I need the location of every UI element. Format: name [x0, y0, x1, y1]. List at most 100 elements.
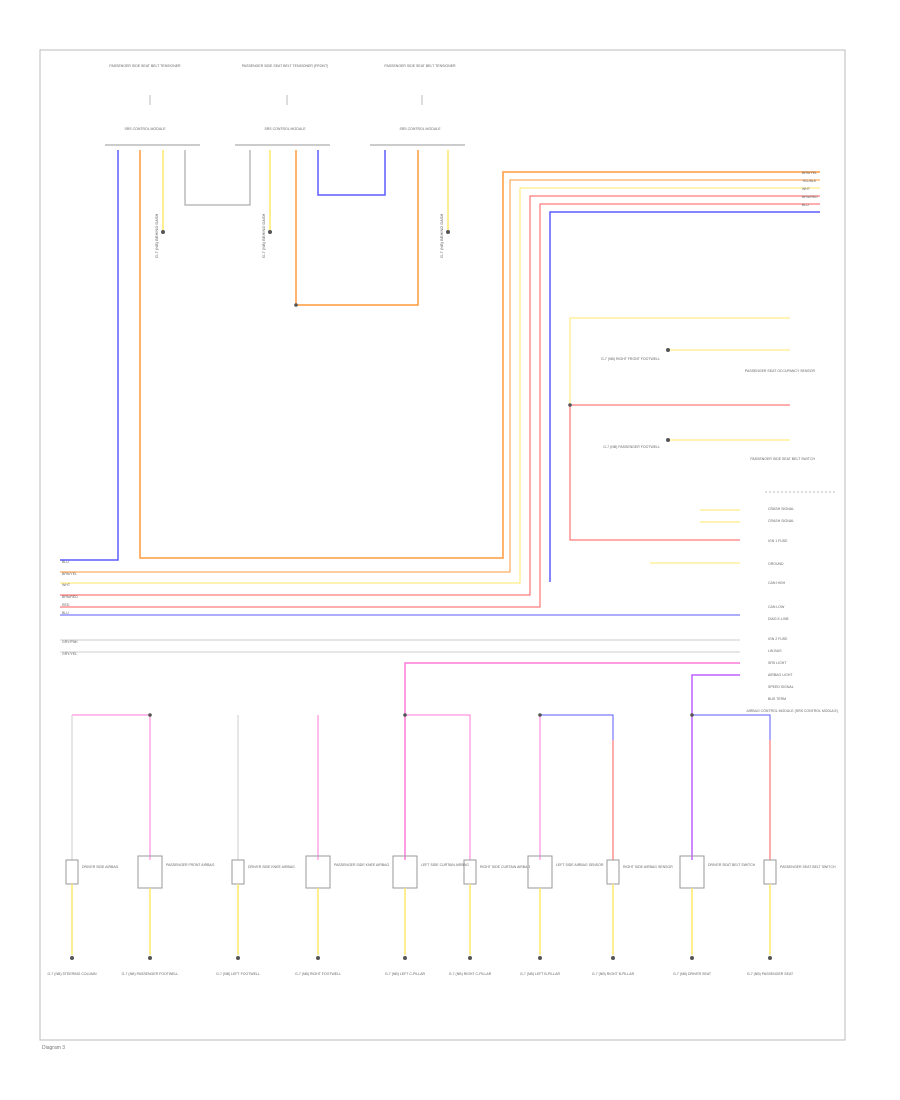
top-module-title: PASSENGER SIDE SEAT BELT TENSIONER [384, 64, 456, 68]
component-name: LEFT SIDE CURTAIN AIRBAG [421, 863, 469, 867]
component-ground: G-7 (NB) RIGHT FRONT FOOTWELL [601, 357, 660, 361]
component-name: LEFT SIDE AIRBAG SENSOR [556, 863, 604, 867]
bus-label: YEL/BLK [802, 179, 817, 183]
bus-label: WHT [62, 583, 71, 587]
ground-point [161, 230, 165, 234]
component-ground: G-7 (NB) DRIVER SEAT [673, 972, 712, 976]
bus-label: BRN/YEL [802, 171, 817, 175]
wire-bus-blue-right [549, 211, 820, 582]
component-ground: G-7 (NB) PASSENGER SEAT [747, 972, 794, 976]
page-footer: Diagram 3 [42, 1045, 66, 1051]
bottom-component-1: DRIVER SIDE AIRBAG G-7 (NB) STEERING COL… [47, 859, 119, 976]
bottom-component-2: PASSENGER FRONT AIRBAG G-7 (NB) PASSENGE… [122, 855, 215, 976]
component-ground: G-7 (NB) LEFT B-PILLAR [520, 972, 560, 976]
wire-gray [184, 150, 251, 206]
connector-pin-labels: CRASH SIGNAL CRASH SIGNAL IGN 1 FUSE GRO… [768, 507, 794, 701]
component-name: DRIVER SIDE KNEE AIRBAG [248, 865, 295, 869]
ground-point [236, 956, 240, 960]
ground-point [403, 956, 407, 960]
top-module-connector: SRS CONTROL MODULE [124, 127, 166, 131]
ground-point [316, 956, 320, 960]
pin-label: IGN 1 FUSE [768, 539, 788, 543]
wire-pink-left [72, 714, 151, 860]
pin-label: CRASH SIGNAL [768, 519, 794, 523]
ground-point [666, 348, 670, 352]
pin-label: SPEED SIGNAL [768, 685, 794, 689]
component-name: RIGHT SIDE AIRBAG SENSOR [623, 865, 673, 869]
diagram-frame [39, 49, 846, 1041]
right-bus-labels: BRN/YEL YEL/BLK WHT BRN/RED BLU [802, 171, 818, 207]
right-component-2: PASSENGER SIDE SEAT BELT SWITCH G-7 (NB)… [603, 438, 815, 461]
bottom-component-10: PASSENGER SEAT BELT SWITCH G-7 (NB) PASS… [747, 859, 836, 976]
bus-label: BLU [62, 560, 69, 564]
pin-label: LIN BUS [768, 649, 782, 653]
component-name: DRIVER SEAT BELT SWITCH [708, 863, 756, 867]
top-ground-label: G-7 (NB) BEHIND DASH [154, 213, 159, 258]
component-box [231, 859, 245, 885]
component-box [763, 859, 777, 885]
component-name: PASSENGER FRONT AIRBAG [166, 863, 215, 867]
pin-label: CAN LOW [768, 605, 785, 609]
component-box [606, 859, 620, 885]
component-box [392, 855, 418, 889]
bus-label: GRY/YEL [62, 652, 77, 656]
top-module-connector: SRS CONTROL MODULE [399, 127, 441, 131]
component-ground: G-7 (NB) LEFT FOOTWELL [216, 972, 260, 976]
component-name: PASSENGER SIDE KNEE AIRBAG [334, 863, 389, 867]
pin-label: IGN 2 FUSE [768, 637, 788, 641]
ground-point [468, 956, 472, 960]
component-box [305, 855, 331, 889]
pin-label: BUS TERM [768, 697, 786, 701]
bottom-component-7: LEFT SIDE AIRBAG SENSOR G-7 (NB) LEFT B-… [520, 855, 604, 976]
bottom-component-9: DRIVER SEAT BELT SWITCH G-7 (NB) DRIVER … [673, 855, 756, 976]
component-name: PASSENGER SEAT OCCUPANCY SENSOR [745, 369, 816, 373]
component-box [679, 855, 705, 889]
ground-point [690, 956, 694, 960]
bottom-component-3: DRIVER SIDE KNEE AIRBAG G-7 (NB) LEFT FO… [216, 859, 295, 976]
ground-point [268, 230, 272, 234]
wire-pink-bottom [404, 662, 740, 860]
wire-bus-red [60, 195, 820, 596]
top-module-title: PASSENGER SIDE SEAT BELT TENSIONER [109, 64, 181, 68]
bus-label: RED [62, 603, 70, 607]
top-module-2: PASSENGER SIDE SEAT BELT TENSIONER (FRON… [235, 64, 330, 146]
top-grounds: G-7 (NB) BEHIND DASH G-7 (NB) BEHIND DAS… [154, 150, 450, 258]
pin-label: SRS LIGHT [768, 661, 787, 665]
component-ground: G-7 (NB) RIGHT FOOTWELL [295, 972, 341, 976]
pin-label: CAN HIGH [768, 581, 786, 585]
bus-label: BRN/RED [802, 195, 818, 199]
bottom-component-6: RIGHT SIDE CURTAIN AIRBAG G-7 (NB) RIGHT… [449, 859, 530, 976]
junction-dots [148, 303, 694, 717]
wire-blue-left [60, 150, 119, 561]
component-ground: G-7 (NB) PASSENGER FOOTWELL [603, 445, 660, 449]
wire-red-long [569, 405, 740, 541]
wire-bus-red-2 [60, 203, 820, 608]
bus-label: BLU [62, 611, 69, 615]
component-box [527, 855, 553, 889]
airbag-module-label: AIRBAG CONTROL MODULE (SRS CONTROL MODUL… [746, 709, 838, 713]
component-ground: G-7 (NB) LEFT C-PILLAR [385, 972, 426, 976]
wire-blue-link [317, 150, 386, 196]
left-bus-labels: BLU BRN/YEL WHT BRN/RED RED BLU GRY/PNK … [62, 560, 78, 656]
component-ground: G-7 (NB) RIGHT C-PILLAR [449, 972, 492, 976]
pin-label: AIRBAG LIGHT [768, 673, 793, 677]
ground-point [768, 956, 772, 960]
ground-point [446, 230, 450, 234]
ground-point [70, 956, 74, 960]
ground-point [148, 956, 152, 960]
right-component-1: PASSENGER SEAT OCCUPANCY SENSOR G-7 (NB)… [601, 348, 815, 373]
top-ground-label: G-7 (NB) BEHIND DASH [261, 213, 266, 258]
wire-orange-link [295, 150, 419, 306]
pin-label: GROUND [768, 562, 784, 566]
wire-orange-left [139, 150, 820, 559]
bottom-component-5: LEFT SIDE CURTAIN AIRBAG G-7 (NB) LEFT C… [385, 855, 469, 976]
component-box [65, 859, 79, 885]
wire-blue-bottom [540, 714, 614, 860]
component-ground: G-7 (NB) STEERING COLUMN [47, 972, 96, 976]
bus-label: BRN/YEL [62, 572, 77, 576]
top-module-3: PASSENGER SIDE SEAT BELT TENSIONER SRS C… [370, 64, 465, 146]
top-module-title: PASSENGER SIDE SEAT BELT TENSIONER (FRON… [242, 64, 329, 68]
component-ground: G-7 (NB) RIGHT B-PILLAR [592, 972, 635, 976]
wire-bus-yellow [60, 187, 820, 584]
bottom-component-8: RIGHT SIDE AIRBAG SENSOR G-7 (NB) RIGHT … [592, 859, 673, 976]
